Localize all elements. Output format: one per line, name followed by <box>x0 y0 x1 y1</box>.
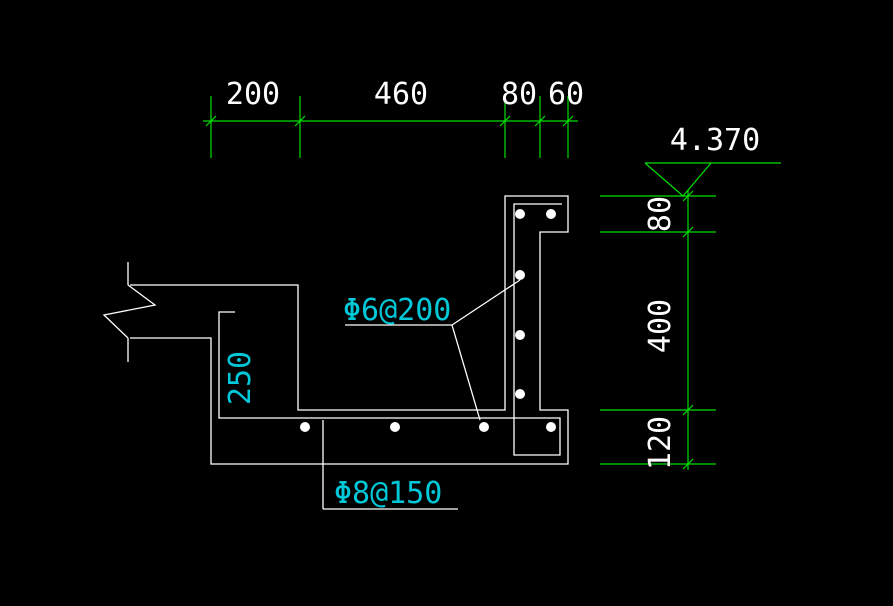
leader-line <box>451 279 521 326</box>
annotations: Φ6@200 Φ8@150 250 <box>223 279 521 511</box>
rebar-dot <box>515 389 525 399</box>
rebar-dot <box>515 209 525 219</box>
dim-label-250: 250 <box>223 351 258 405</box>
rebar-dot <box>546 422 556 432</box>
rebar-dot <box>515 330 525 340</box>
dim-label-400: 400 <box>643 299 678 353</box>
rebar-dot <box>300 422 310 432</box>
tick-mark <box>682 226 694 238</box>
section-outline <box>130 195 569 465</box>
rebar-dot <box>390 422 400 432</box>
concrete-outline <box>102 195 569 465</box>
dim-label-80-vertical: 80 <box>643 196 678 232</box>
rebar-label-vertical: Φ6@200 <box>343 293 451 328</box>
tick-mark <box>562 115 574 127</box>
reinforcement <box>218 203 562 456</box>
rebar-dot <box>515 270 525 280</box>
elevation-triangle <box>644 162 712 197</box>
elevation-label: 4.370 <box>670 123 760 158</box>
rebar-label-horizontal: Φ8@150 <box>334 476 442 511</box>
tick-mark <box>205 115 217 127</box>
tick-mark <box>294 115 306 127</box>
tick-mark <box>499 115 511 127</box>
rebar-dot <box>546 209 556 219</box>
break-symbol <box>102 284 157 339</box>
tick-mark <box>682 190 694 202</box>
elevation-marker: 4.370 <box>644 123 781 197</box>
tick-mark <box>682 404 694 416</box>
right-dimension-chain: 80 400 120 <box>600 190 716 470</box>
dim-label-60: 60 <box>548 77 584 112</box>
dim-label-80: 80 <box>501 77 537 112</box>
top-dimension-chain: 200 460 80 60 <box>203 77 584 158</box>
rebar-outline <box>218 203 562 456</box>
rebar-dot <box>479 422 489 432</box>
tick-mark <box>534 115 546 127</box>
leader-line <box>451 324 481 421</box>
dim-label-120: 120 <box>643 416 678 470</box>
tick-mark <box>682 458 694 470</box>
dim-label-200: 200 <box>226 77 280 112</box>
dim-label-460: 460 <box>374 77 428 112</box>
